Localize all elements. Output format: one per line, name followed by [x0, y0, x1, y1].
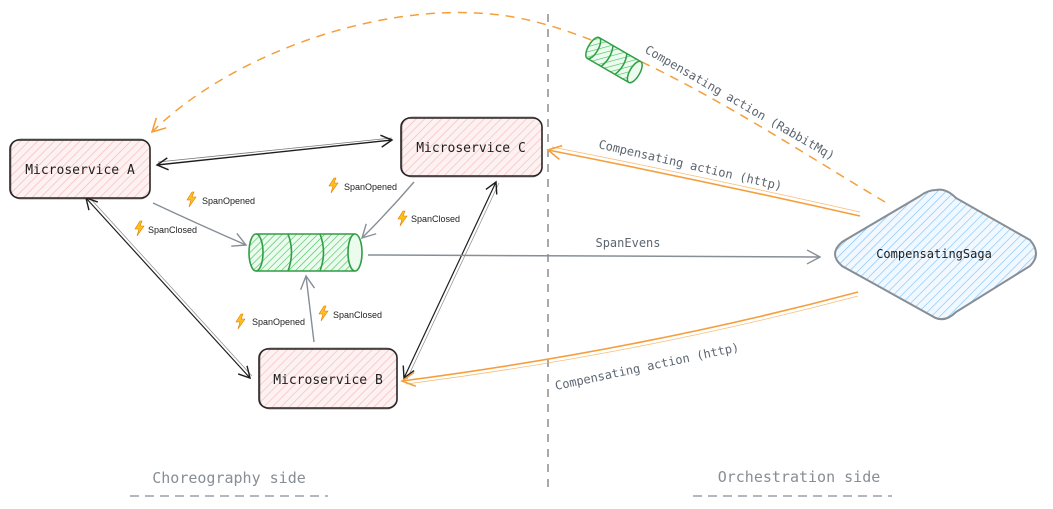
event-b-closed: SpanClosed	[318, 305, 382, 322]
event-a-closed: SpanClosed	[134, 220, 197, 237]
lightning-bolt-icon	[397, 210, 408, 227]
lightning-bolt-icon	[134, 220, 145, 237]
side-title: Orchestration side	[718, 468, 881, 486]
rabbitmq-queue-icon	[585, 36, 643, 84]
node-label: CompensatingSaga	[876, 247, 992, 261]
node-microservice-a: Microservice A	[9, 138, 151, 200]
node-compensating-saga: CompensatingSaga	[834, 188, 1037, 321]
node-label: Microservice C	[416, 141, 526, 156]
edge-b-queue	[299, 274, 316, 343]
node-microservice-c: Microservice C	[400, 116, 543, 178]
lightning-bolt-icon	[235, 313, 246, 330]
edge-a-b	[85, 196, 251, 380]
lightning-bolt-icon	[186, 191, 197, 208]
edge-c-queue	[360, 181, 415, 240]
edge-a-queue	[152, 202, 248, 247]
event-c-closed: SpanClosed	[397, 210, 460, 227]
svg-text:SpanOpened: SpanOpened	[202, 196, 255, 206]
node-microservice-b: Microservice B	[258, 347, 398, 410]
node-label: Microservice A	[25, 163, 135, 178]
side-choreography: Choreography side	[130, 469, 328, 497]
node-label: Microservice B	[273, 373, 383, 388]
label-comp-rabbitmq: Compensating action (RabbitMq)	[643, 42, 838, 162]
label-span-evens: SpanEvens	[595, 236, 660, 250]
event-a-opened: SpanOpened	[186, 191, 255, 208]
svg-text:SpanOpened: SpanOpened	[252, 317, 305, 327]
label-comp-http-b: Compensating action (http)	[554, 340, 741, 393]
edge-a-c	[155, 134, 394, 171]
svg-text:SpanClosed: SpanClosed	[148, 225, 197, 235]
edge-b-c	[402, 180, 498, 380]
edge-comp-http-c	[546, 144, 861, 217]
edge-comp-http-b	[400, 291, 859, 388]
message-queue-icon	[248, 233, 363, 272]
svg-text:SpanOpened: SpanOpened	[344, 182, 397, 192]
event-b-opened: SpanOpened	[235, 313, 305, 330]
edge-comp-rabbitmq	[150, 11, 886, 203]
side-title: Choreography side	[152, 469, 306, 487]
edge-span-evens	[367, 249, 822, 265]
event-c-opened: SpanOpened	[328, 177, 397, 194]
side-orchestration: Orchestration side	[693, 468, 892, 497]
lightning-bolt-icon	[328, 177, 339, 194]
lightning-bolt-icon	[318, 305, 329, 322]
svg-text:SpanClosed: SpanClosed	[411, 214, 460, 224]
svg-text:SpanClosed: SpanClosed	[333, 310, 382, 320]
